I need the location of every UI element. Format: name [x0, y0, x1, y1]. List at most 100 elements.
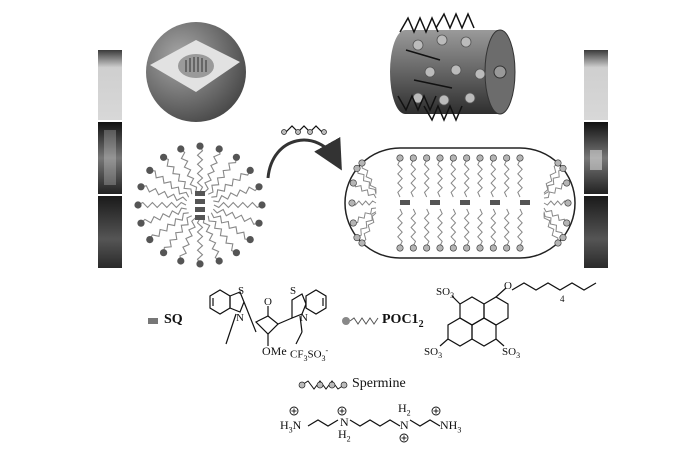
poc-headgroup [232, 153, 240, 161]
poc-headgroup [409, 244, 417, 252]
poc-so3-top: SO3 [436, 286, 454, 300]
poc-chain [490, 208, 497, 247]
poc-chain [503, 159, 510, 198]
poc-headgroup [423, 244, 431, 252]
poc-chain [356, 168, 377, 195]
nh3-sub: 3 [457, 425, 462, 435]
nh2-right-sub: 2 [406, 408, 411, 418]
poc-headgroup [146, 166, 154, 174]
sq-dye-mark [195, 207, 205, 212]
poc-headgroup [255, 183, 263, 191]
h3n-h: H [280, 418, 289, 432]
poc-label-text: POC1 [382, 312, 419, 327]
poc-chain [517, 208, 523, 247]
poc-headgroup [559, 164, 567, 172]
spherical-micelle-schematic [134, 142, 266, 268]
poc-chain [361, 212, 377, 244]
poc-chain [207, 157, 237, 195]
poc-headgroup [134, 201, 142, 209]
spermine-structure [307, 419, 441, 427]
poc-chain [202, 217, 220, 262]
poc-chain [137, 201, 187, 209]
poc-chain [410, 159, 417, 198]
poc-chain [356, 211, 377, 239]
vial-strip-left [98, 50, 122, 268]
sq-label: SQ [164, 312, 183, 328]
poc-chain [352, 182, 377, 199]
poc-chain [140, 207, 187, 224]
poc-chain [450, 208, 457, 247]
nh3-n: N [440, 418, 449, 432]
nh3-h: H [448, 418, 458, 432]
poc-chain [140, 185, 188, 202]
poc-headgroup [353, 234, 361, 242]
poc-headgroup [137, 219, 145, 227]
poc-headgroup [146, 236, 154, 244]
poc-headgroup [358, 159, 366, 167]
poc-legend-swatch [342, 317, 379, 325]
poc-headgroup [436, 154, 444, 162]
poc-headgroup [489, 244, 497, 252]
sq-ome-label: OMe [262, 344, 287, 358]
nh2-left-h: H [338, 427, 347, 441]
spermine-label: Spermine [352, 376, 406, 392]
poc-headgroup [358, 239, 366, 247]
poc-headgroup [177, 145, 185, 153]
poc-chain [543, 200, 569, 206]
poc-headgroup [349, 179, 357, 187]
poc-chain [543, 167, 564, 195]
poc-headgroup [516, 154, 524, 162]
poc-headgroup [215, 145, 223, 153]
nh2-right-h: H [398, 401, 407, 415]
elongated-micelle-schematic [344, 147, 576, 259]
poc-chain [163, 156, 193, 195]
poc-chain [437, 159, 443, 198]
poc-headgroup [476, 154, 484, 162]
poc-chain [210, 212, 251, 241]
poc-headgroup [160, 153, 168, 161]
poc-headgroup [258, 201, 266, 209]
poc-chain [503, 208, 510, 247]
spermine-nh3: NH3 [440, 418, 461, 434]
poc-headgroup [503, 244, 511, 252]
sq-dye-structure [209, 289, 327, 346]
poc-so3-top-text: SO [436, 286, 451, 298]
sq-dye-mark [195, 199, 205, 204]
poc-so3-right: SO3 [502, 346, 520, 360]
poc-headgroup [449, 244, 457, 252]
rod-micelle-illustration [390, 12, 516, 122]
h3n-sub: 3 [288, 425, 293, 435]
poc-chain-o: O [504, 280, 512, 292]
poc-chain [213, 186, 260, 203]
poc-headgroup [353, 164, 361, 172]
poc-chain [213, 201, 263, 209]
poc-chain [437, 208, 443, 247]
nh2-right-n: N [400, 418, 409, 433]
poc-chain [397, 208, 403, 247]
poc-headgroup [246, 236, 254, 244]
poc-chain [517, 159, 523, 198]
spermine-label-text: Spermine [352, 376, 406, 391]
poc-chain [149, 169, 190, 198]
poc-headgroup [246, 166, 254, 174]
sq-dye-mark [400, 200, 410, 205]
poc-headgroup [564, 199, 572, 207]
h3n-n: N [292, 418, 302, 432]
poc-headgroup [196, 260, 204, 268]
spermine-charges [289, 406, 441, 443]
poc-chain [196, 218, 204, 265]
nh2-right-h2: H2 [398, 402, 411, 419]
poc-so3-left-sub: 3 [438, 351, 443, 361]
poc-headgroup [436, 244, 444, 252]
poc-chain [543, 212, 559, 244]
poc-chain [163, 215, 193, 253]
spermine-h3n: H3N [280, 418, 301, 434]
poc-headgroup [503, 154, 511, 162]
spermine-nh2-left: N H2 [338, 416, 351, 445]
sq-label-text: SQ [164, 312, 183, 327]
poc-chain [211, 170, 251, 198]
sq-dye-mark [520, 200, 530, 205]
poc-so3-top-sub: 3 [450, 291, 455, 301]
counterion-sub1: 3 [303, 353, 308, 363]
